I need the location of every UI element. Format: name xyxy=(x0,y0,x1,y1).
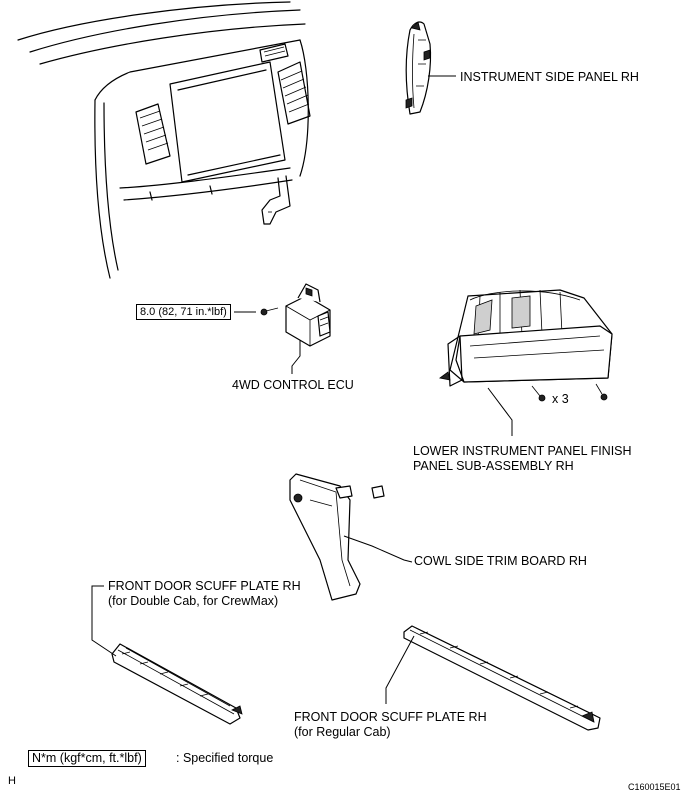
cowl-trim-illustration xyxy=(289,473,413,601)
scuff-plate-regular-illustration xyxy=(385,625,601,731)
instrument-side-panel-illustration xyxy=(405,21,456,115)
label-ecu: 4WD CONTROL ECU xyxy=(232,378,354,392)
label-scuff-double-line2: (for Double Cab, for CrewMax) xyxy=(108,594,279,608)
figure-id: C160015E01 xyxy=(628,782,681,792)
quantity-callout: x 3 xyxy=(552,392,569,406)
corner-letter: H xyxy=(8,775,16,787)
legend-text: : Specified torque xyxy=(176,751,274,765)
label-scuff-double-line1: FRONT DOOR SCUFF PLATE RH xyxy=(108,579,301,593)
label-instrument-side-panel: INSTRUMENT SIDE PANEL RH xyxy=(460,70,639,84)
scuff-plate-double-illustration xyxy=(91,585,243,725)
glove-box-illustration xyxy=(439,289,613,436)
label-scuff-regular-line1: FRONT DOOR SCUFF PLATE RH xyxy=(294,710,487,724)
dashboard-illustration xyxy=(17,1,311,279)
legend-unit-box: N*m (kgf*cm, ft.*lbf) xyxy=(28,750,146,767)
label-lower-panel-line1: LOWER INSTRUMENT PANEL FINISH xyxy=(413,444,632,458)
label-cowl-trim: COWL SIDE TRIM BOARD RH xyxy=(414,554,587,568)
torque-callout: 8.0 (82, 71 in.*lbf) xyxy=(136,304,231,320)
label-lower-panel-line2: PANEL SUB-ASSEMBLY RH xyxy=(413,459,574,473)
ecu-illustration xyxy=(234,283,331,374)
label-scuff-regular-line2: (for Regular Cab) xyxy=(294,725,391,739)
